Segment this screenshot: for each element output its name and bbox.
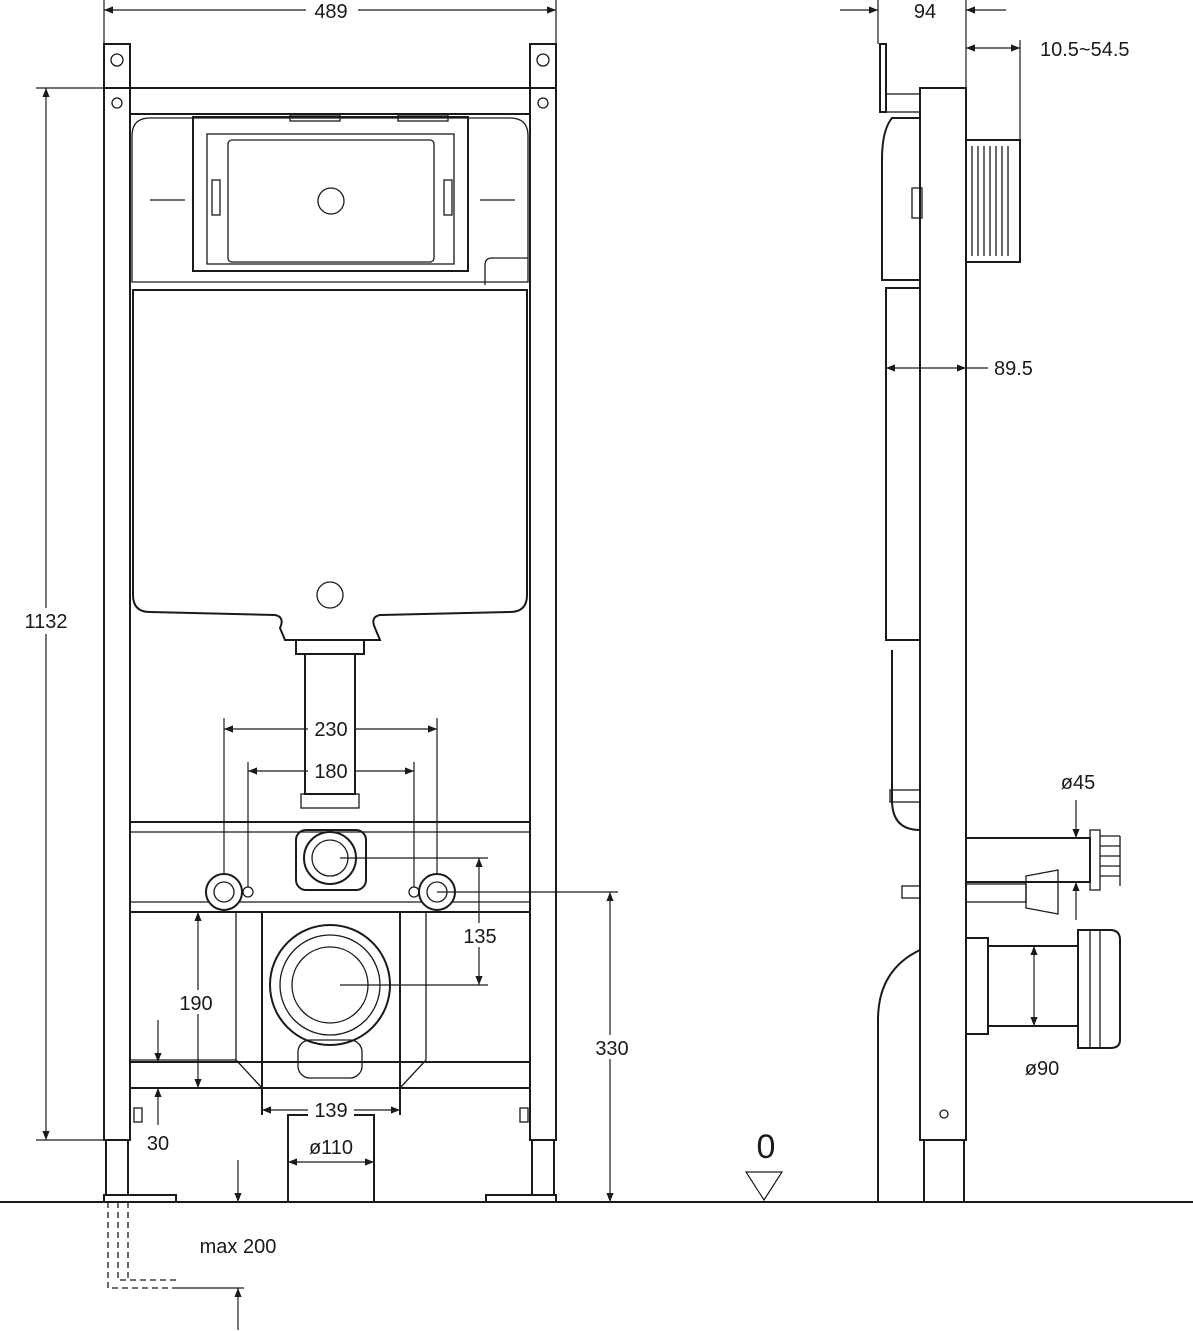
right-foot-plate [485,1194,557,1203]
side-cistern [881,117,920,281]
top-right-hole-icon [536,53,550,67]
flush-panel-housing [192,116,469,272]
left-anchor-hole-icon [111,97,123,109]
top-right-bracket [529,43,557,89]
left-foot-plate [103,1194,177,1203]
dim-supply-diameter: ø45 [1061,772,1095,794]
flush-panel-plate [227,139,435,263]
right-inner-bolt-icon [408,886,420,898]
left-bolt-icon [205,873,243,911]
cistern-body [132,289,528,641]
left-inner-bolt-icon [242,886,254,898]
floor-extension-dashed [107,1202,176,1289]
dim-height-total: 1132 [24,611,67,633]
dim-width-total: 489 [314,1,347,23]
dim-foot-height: 30 [147,1133,169,1155]
dim-outlet-diameter: ø110 [309,1137,353,1159]
right-foot [531,1139,555,1196]
dim-depth-frame: 94 [914,1,936,23]
side-view [877,43,1121,1203]
water-inlet-housing [295,829,367,891]
top-left-bracket [103,43,131,89]
dim-depth-cistern: 89.5 [994,358,1033,380]
dim-inlet-offset: 135 [463,926,496,948]
dim-drain-diameter: ø90 [1025,1058,1059,1080]
dim-floor-extension: max 200 [200,1236,277,1258]
side-upright [919,87,967,1141]
dim-bolt-height: 190 [179,993,212,1015]
top-left-hole-icon [110,53,124,67]
floor-level-label: 0 [757,1128,776,1166]
flush-panel-frame [206,133,455,265]
recycling-symbol-icon [316,581,344,609]
side-foot [923,1139,965,1203]
flush-pipe-top [295,639,365,655]
drain-pipe [965,937,989,1035]
right-upright [529,87,557,1141]
mounting-crossbar [129,821,531,913]
side-top-bracket [879,43,887,113]
left-foot [105,1139,129,1196]
flush-valve-icon [317,187,345,215]
cistern-upper [131,117,529,283]
dim-bolt-outer: 230 [314,719,347,741]
side-outlet-elbow [877,949,921,1203]
left-upright [103,87,131,1141]
dimension-lines [36,0,1080,1330]
top-rail [129,87,531,115]
right-anchor-hole-icon [537,97,549,109]
dim-outlet-width: 139 [314,1100,347,1122]
side-flush-module [965,139,1021,263]
floor-level-symbol-icon [744,1171,784,1202]
dim-depth-adjust: 10.5~54.5 [1040,39,1130,61]
dimension-labels: 489 1132 94 10.5~54.5 89.5 230 180 135 1… [14,0,1130,1258]
outlet-elbow [261,912,401,1115]
dim-bolt-inner: 180 [314,761,347,783]
dim-bolt-level: 330 [595,1038,628,1060]
front-view [103,43,557,1289]
